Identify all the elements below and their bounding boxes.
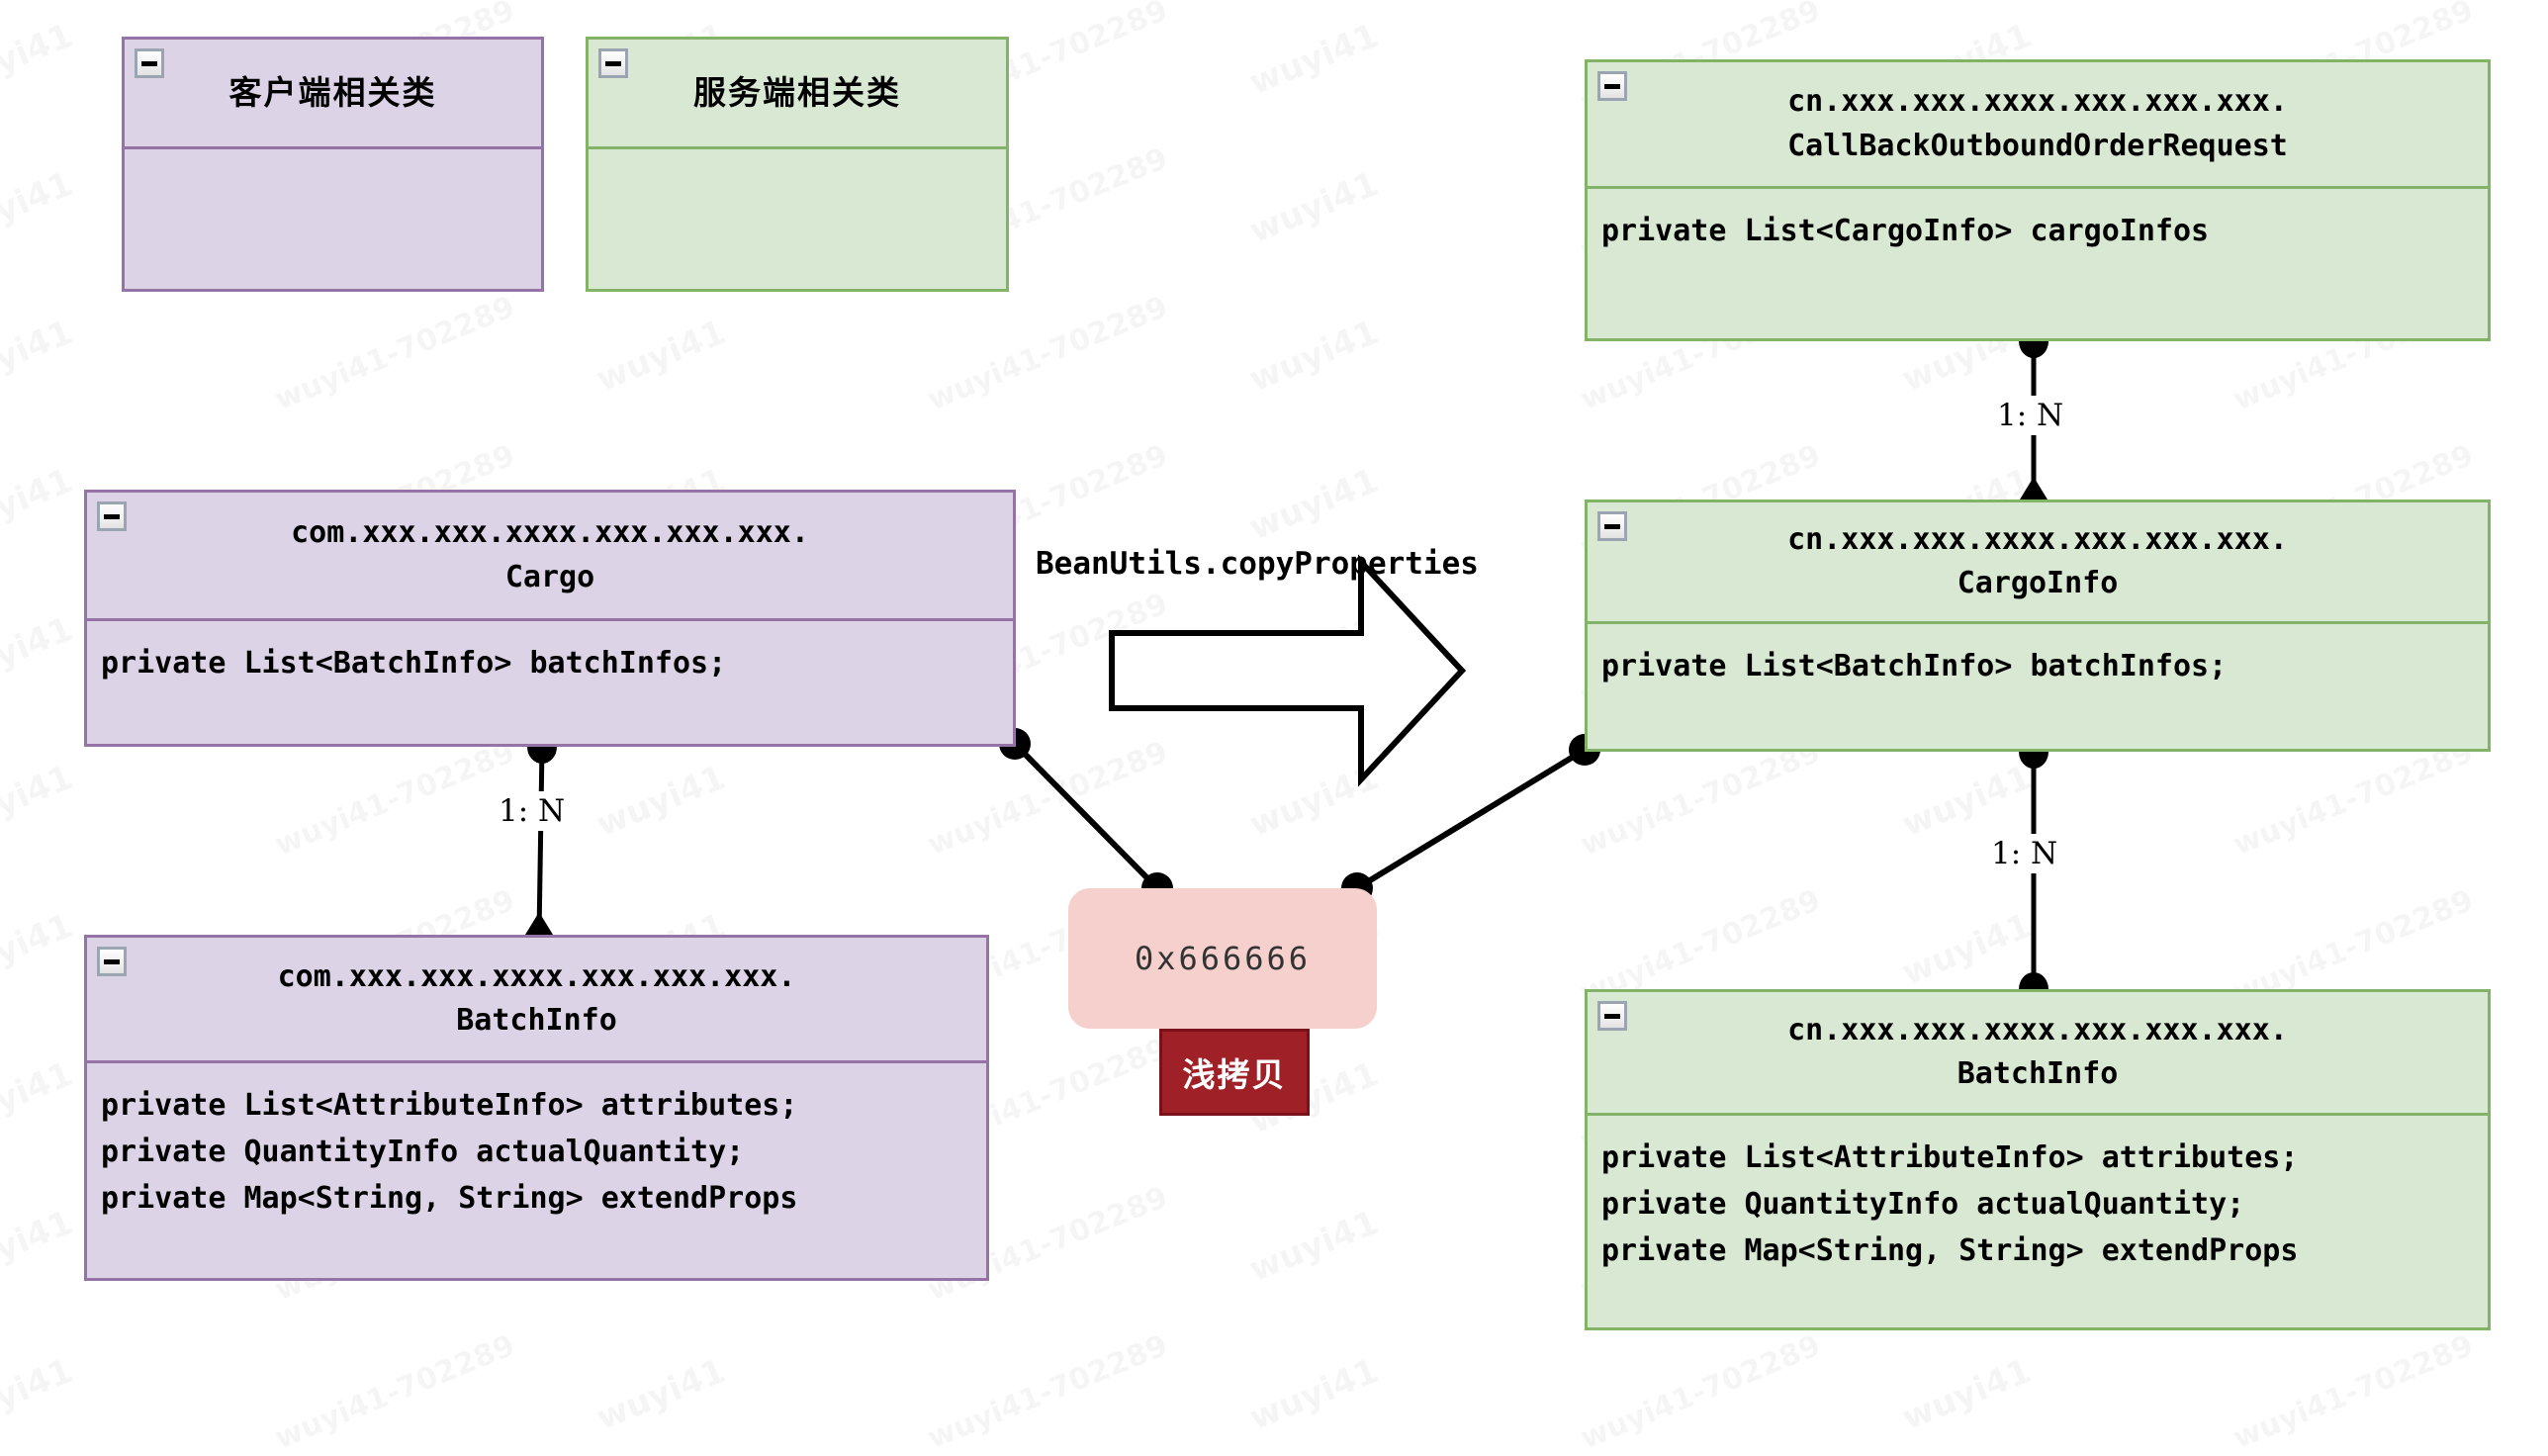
class-package-name: com.xxx.xxx.xxxx.xxx.xxx.xxx. [291,515,809,551]
class-header-cargo-info: cn.xxx.xxx.xxxx.xxx.xxx.xxx. CargoInfo [1588,502,2488,624]
class-field: private QuantityInfo actualQuantity; [1601,1186,2245,1222]
watermark-text: wuyi41 [1243,758,1384,845]
minus-icon[interactable] [1597,511,1627,541]
minus-icon[interactable] [97,947,127,976]
class-simple-name: BatchInfo [1956,1056,2119,1091]
watermark-text: wuyi41 [1243,313,1384,400]
watermark-text: wuyi41-702289 [923,735,1173,863]
watermark-text: wuyi41-702289 [270,290,520,417]
heap-node-address[interactable]: 0x666666 [1068,888,1377,1029]
class-simple-name: Cargo [504,559,595,594]
multiplicity-cargoinfo-batchinfo: 1: N [1983,834,2066,873]
watermark-text: wuyi41 [0,164,78,251]
watermark-text: wuyi41 [1243,16,1384,103]
multiplicity-cargo-batchinfo: 1: N [491,791,574,831]
watermark-text: wuyi41 [0,313,78,400]
shallow-copy-badge: 浅拷贝 [1159,1029,1310,1116]
class-header-callback-outbound-order-request: cn.xxx.xxx.xxxx.xxx.xxx.xxx. CallBackOut… [1588,62,2488,189]
watermark-text: wuyi41 [1896,1351,2037,1438]
watermark-text: wuyi41 [1243,609,1384,696]
watermark-text: wuyi41 [591,1351,731,1438]
watermark-text: wuyi41 [0,758,78,845]
edge-cargo-to-batchinfo [525,730,557,936]
legend-client-title: 客户端相关类 [228,72,437,112]
multiplicity-request-cargoinfo: 1: N [1989,396,2072,435]
class-field: private List<BatchInfo> batchInfos; [101,646,727,681]
watermark-text: wuyi41 [1243,164,1384,251]
watermark-text: wuyi41 [0,16,78,103]
edge-cargo-to-heap [999,728,1173,904]
minus-icon[interactable] [97,501,127,531]
legend-server-body [589,149,1006,289]
class-field: private Map<String, String> extendProps [101,1180,798,1216]
class-field: private List<CargoInfo> cargoInfos [1601,214,2210,248]
diagram-canvas: wuyi41 wuyi41-702289 wuyi41 wuyi41-702289 wu… [0,16,2491,1330]
watermark-text: wuyi41 [1896,906,2037,993]
watermark-text: wuyi41 [1896,758,2037,845]
block-arrow-right-icon [1109,554,1467,787]
watermark-text: wuyi41 [0,1054,78,1141]
class-package-name: com.xxx.xxx.xxxx.xxx.xxx.xxx. [277,958,796,994]
legend-client-body [125,149,541,289]
watermark-text: wuyi41 [0,906,78,993]
class-box-cargo-info[interactable]: cn.xxx.xxx.xxxx.xxx.xxx.xxx. CargoInfo p… [1585,500,2491,752]
legend-client-box[interactable]: 客户端相关类 [122,37,544,292]
minus-icon[interactable] [1597,71,1627,101]
class-fields-cargo-info: private List<BatchInfo> batchInfos; [1588,624,2488,749]
class-box-batch-info-server[interactable]: cn.xxx.xxx.xxxx.xxx.xxx.xxx. BatchInfo p… [1585,989,2491,1330]
watermark-text: wuyi41 [0,609,78,696]
class-header-batch-info-client: com.xxx.xxx.xxxx.xxx.xxx.xxx. BatchInfo [87,938,986,1063]
class-field: private List<AttributeInfo> attributes; [101,1088,798,1123]
watermark-text: wuyi41-702289 [923,290,1173,417]
legend-server-box[interactable]: 服务端相关类 [586,37,1009,292]
watermark-text: wuyi41-702289 [270,1328,520,1456]
class-field: private Map<String, String> extendProps [1601,1232,2299,1268]
class-header-batch-info-server: cn.xxx.xxx.xxxx.xxx.xxx.xxx. BatchInfo [1588,992,2488,1116]
watermark-text: wuyi41 [0,1351,78,1438]
class-header-cargo: com.xxx.xxx.xxxx.xxx.xxx.xxx. Cargo [87,493,1013,621]
watermark-text: wuyi41 [1243,1351,1384,1438]
class-simple-name: BatchInfo [456,1003,617,1038]
watermark-text: wuyi41-702289 [1576,735,1826,863]
class-package-name: cn.xxx.xxx.xxxx.xxx.xxx.xxx. [1787,84,2288,120]
watermark-text: wuyi41 [591,313,731,400]
class-package-name: cn.xxx.xxx.xxxx.xxx.xxx.xxx. [1787,521,2288,557]
class-simple-name: CargoInfo [1956,566,2119,600]
edge-cargoinfo-to-heap [1341,734,1600,904]
watermark-text: wuyi41-702289 [1576,1328,1826,1456]
watermark-text: wuyi41-702289 [2229,1328,2479,1456]
legend-server-header: 服务端相关类 [589,40,1006,149]
transform-label: BeanUtils.copyProperties [1036,546,1479,582]
class-fields-callback-outbound-order-request: private List<CargoInfo> cargoInfos [1588,189,2488,338]
watermark-text: wuyi41 [1243,461,1384,548]
class-box-cargo[interactable]: com.xxx.xxx.xxxx.xxx.xxx.xxx. Cargo priv… [84,490,1016,747]
class-field: private List<BatchInfo> batchInfos; [1601,649,2228,683]
class-box-callback-outbound-order-request[interactable]: cn.xxx.xxx.xxxx.xxx.xxx.xxx. CallBackOut… [1585,59,2491,341]
minus-icon[interactable] [135,48,164,78]
minus-icon[interactable] [598,48,628,78]
class-simple-name: CallBackOutboundOrderRequest [1787,128,2288,163]
watermark-text: wuyi41 [591,758,731,845]
watermark-text: wuyi41 [0,461,78,548]
watermark-text: wuyi41-702289 [923,1328,1173,1456]
class-fields-cargo: private List<BatchInfo> batchInfos; [87,621,1013,744]
shallow-copy-label: 浅拷贝 [1182,1055,1287,1094]
heap-address-text: 0x666666 [1134,940,1312,977]
watermark-text: wuyi41 [0,1203,78,1290]
class-package-name: cn.xxx.xxx.xxxx.xxx.xxx.xxx. [1787,1012,2288,1047]
class-field: private List<AttributeInfo> attributes; [1601,1140,2299,1175]
watermark-text: wuyi41 [1243,1203,1384,1290]
watermark-text: wuyi41-702289 [2229,735,2479,863]
class-fields-batch-info-server: private List<AttributeInfo> attributes; … [1588,1116,2488,1327]
minus-icon[interactable] [1597,1001,1627,1031]
class-fields-batch-info-client: private List<AttributeInfo> attributes; … [87,1063,986,1278]
watermark-text: wuyi41-702289 [270,735,520,863]
legend-server-title: 服务端相关类 [693,72,901,112]
class-box-batch-info-client[interactable]: com.xxx.xxx.xxxx.xxx.xxx.xxx. BatchInfo … [84,935,989,1281]
class-field: private QuantityInfo actualQuantity; [101,1134,745,1169]
legend-client-header: 客户端相关类 [125,40,541,149]
